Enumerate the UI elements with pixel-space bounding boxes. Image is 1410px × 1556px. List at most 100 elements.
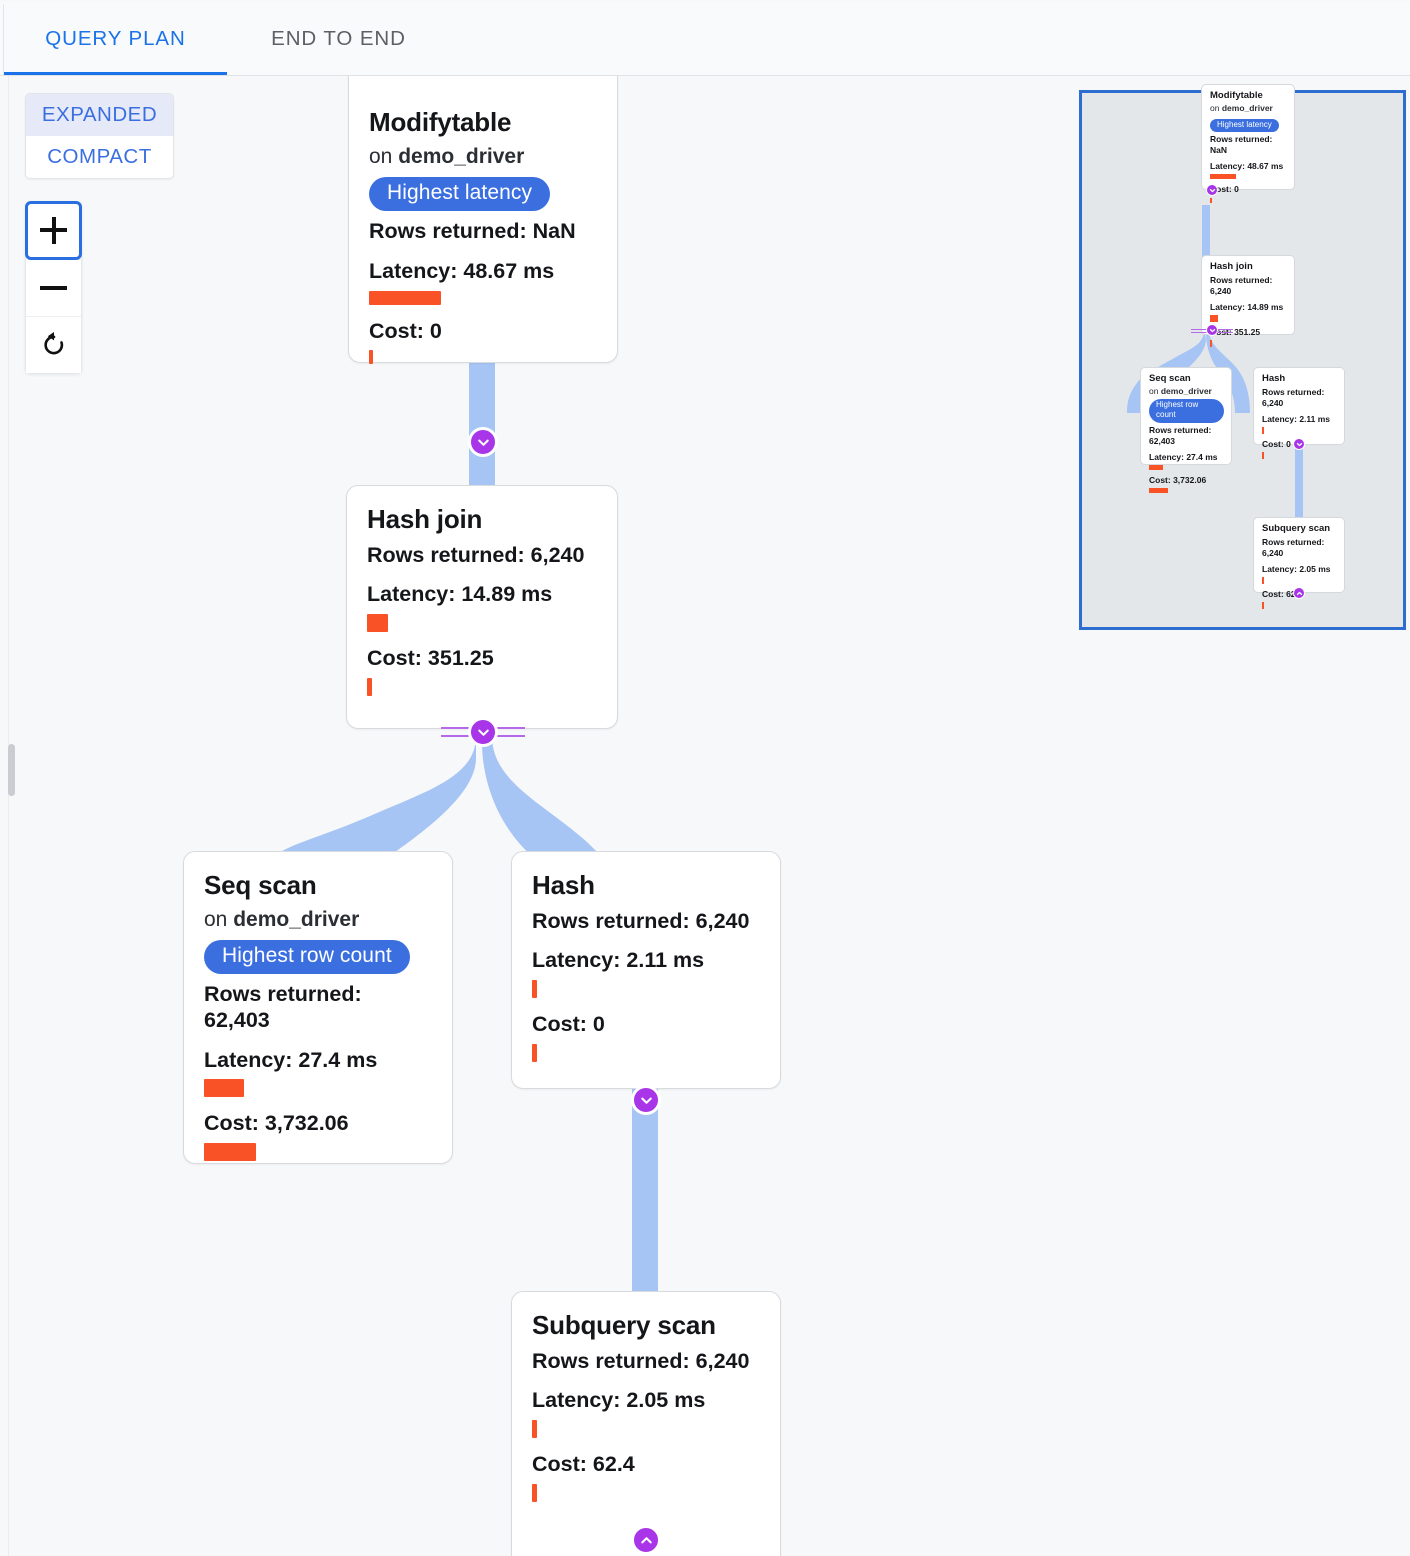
chevron-down-icon [477,729,489,736]
tab-active-underline [4,71,227,75]
node-latency: Latency: 48.67 ms [1210,161,1284,172]
node-cost: Cost: 0 [532,1012,605,1037]
reset-view-button[interactable] [26,316,81,373]
minimap-toggle-rail-hash-join [1191,327,1233,335]
node-cost-bar [367,678,372,697]
node-relation-name: demo_driver [233,907,360,931]
mode-compact-label: COMPACT [47,145,152,168]
node-cost: Cost: 62.4 [1262,589,1303,600]
chevron-up-icon [640,1536,652,1543]
tab-end-to-end[interactable]: END TO END [227,2,450,75]
reset-icon [43,332,63,355]
node-latency-bar [532,1420,537,1439]
node-latency-bar [532,980,537,999]
node-badge: Highest row count [204,939,410,974]
node-relation-prefix: on [204,907,228,931]
minimap-toggle-modifytable[interactable] [1206,184,1218,196]
chevron-down-icon [640,1097,652,1104]
zoom-controls[interactable] [25,201,82,374]
plan-node-subquery-scan[interactable]: Subquery scan Rows returned: 6,240 Laten… [511,1291,781,1556]
minimap-toggle-hash[interactable] [1293,438,1305,450]
minimap-node-modifytable[interactable]: Modifytable on demo_driver Highest laten… [1201,84,1295,203]
plan-canvas[interactable]: EXPANDED COMPACT Modifytable [0,76,1410,1556]
edge-modifytable-hashjoin [469,359,495,488]
zoom-out-button[interactable] [26,259,81,316]
minimap-toggle-hash-join[interactable] [1206,324,1218,336]
plan-node-seq-scan[interactable]: Seq scan on demo_driver Highest row coun… [183,851,453,1164]
node-badge: Highest row count [1149,398,1224,423]
node-title: Hash [532,870,595,900]
mode-compact-button[interactable]: COMPACT [26,136,173,178]
node-relation-prefix: on [369,144,393,168]
node-cost: Cost: 351.25 [1210,327,1261,338]
node-latency-bar [1210,174,1236,180]
node-cost: Cost: 3,732.06 [1149,474,1207,485]
toggle-children-subquery-scan[interactable] [631,1525,661,1555]
toggle-children-hash-join[interactable] [468,717,498,747]
chevron-down-icon [1296,442,1302,446]
node-latency: Latency: 2.05 ms [532,1388,706,1413]
minimap-node-seq-scan[interactable]: Seq scan on demo_driver Highest row coun… [1140,367,1232,493]
node-title: Hash join [367,504,483,534]
node-latency: Latency: 2.11 ms [1262,413,1331,424]
display-mode-toggle[interactable]: EXPANDED COMPACT [25,93,174,179]
node-latency: Latency: 48.67 ms [369,258,555,283]
tab-query-plan[interactable]: QUERY PLAN [4,2,227,75]
mode-expanded-button[interactable]: EXPANDED [26,94,173,136]
plan-node-hash[interactable]: Hash Rows returned: 6,240 Latency: 2.11 … [511,851,781,1089]
node-latency: Latency: 27.4 ms [204,1047,378,1072]
node-cost-bar [1262,452,1264,460]
minimap-node-hash-join[interactable]: Hash join Rows returned: 6,240 Latency: … [1201,255,1295,348]
node-latency-bar [1210,315,1218,323]
minimap-node-subquery-scan[interactable]: Subquery scan Rows returned: 6,240 Laten… [1253,517,1345,610]
node-title: Modifytable [1210,90,1263,101]
node-latency-bar [1262,577,1264,585]
node-latency-bar [369,290,441,305]
node-rows: Rows returned: 62,403 [204,981,362,1032]
node-title: Modifytable [369,107,512,137]
node-latency-bar [1262,427,1264,435]
minimap-content: Modifytable on demo_driver Highest laten… [1082,84,1403,627]
chevron-up-icon [1296,591,1302,595]
node-relation: on demo_driver [369,145,597,169]
plan-node-hash-join[interactable]: Hash join Rows returned: 6,240 Latency: … [346,485,618,729]
minimap-toggle-subquery-scan[interactable] [1293,587,1305,599]
node-title: Seq scan [1149,373,1191,384]
node-cost: Cost: 0 [369,318,442,343]
node-title: Hash [1262,373,1286,384]
node-cost-bar [1262,602,1264,610]
node-rows: Rows returned: 6,240 [532,908,750,933]
node-cost: Cost: 62.4 [532,1452,635,1477]
node-rows: Rows returned: 6,240 [1262,386,1325,408]
node-latency-bar [204,1079,244,1098]
minimap-viewport[interactable]: Modifytable on demo_driver Highest laten… [1079,84,1406,630]
tab-bar: QUERY PLAN END TO END [0,2,1410,78]
node-cost: Cost: 351.25 [367,646,494,671]
node-title: Subquery scan [1262,523,1331,534]
node-cost-bar [1210,340,1212,348]
canvas-left-divider [8,76,9,1556]
node-relation-name: demo_driver [1221,102,1273,113]
toggle-children-modifytable[interactable] [468,427,498,457]
panel-resize-handle[interactable] [8,744,15,796]
node-latency-bar [367,614,388,633]
node-rows: Rows returned: 6,240 [1210,274,1273,296]
tab-end-to-end-label: END TO END [271,27,406,50]
node-cost: Cost: 0 [1262,439,1291,450]
minimap-node-hash[interactable]: Hash Rows returned: 6,240 Latency: 2.11 … [1253,367,1345,460]
minus-icon [40,275,67,302]
node-relation-prefix: on [1149,385,1159,396]
zoom-in-button[interactable] [25,201,82,260]
node-cost-bar [204,1143,256,1162]
chevron-down-icon [1209,328,1215,332]
node-latency: Latency: 27.4 ms [1149,451,1218,462]
tabbar-left-rule [3,4,4,78]
toggle-children-hash[interactable] [631,1085,661,1115]
node-rows: Rows returned: NaN [1210,134,1273,156]
node-relation: on demo_driver [204,908,432,932]
node-rows: Rows returned: 6,240 [532,1348,750,1373]
node-badge: Highest latency [369,176,551,211]
plan-node-modifytable[interactable]: Modifytable on demo_driver Highest laten… [348,76,618,365]
node-cost-bar [1149,487,1168,493]
